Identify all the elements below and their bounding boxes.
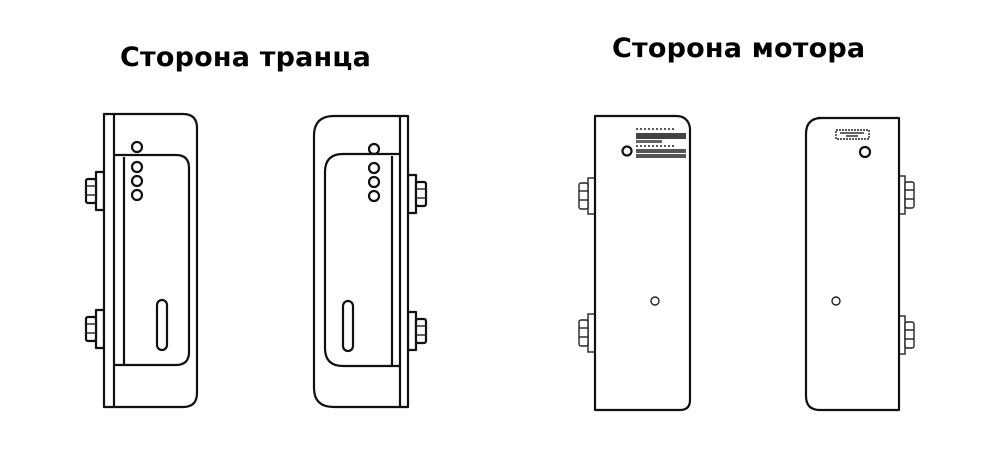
bolt-icon xyxy=(898,175,915,215)
hole-icon xyxy=(130,174,144,188)
hole-icon xyxy=(130,188,144,202)
hole-icon xyxy=(130,140,144,154)
hole-icon xyxy=(858,145,872,159)
bolt-icon xyxy=(84,308,106,350)
transom-view-right xyxy=(312,114,428,409)
hole-icon xyxy=(367,175,381,189)
title-transom-side: Сторона транца xyxy=(120,42,372,73)
hole-icon xyxy=(130,160,144,174)
title-motor-side: Сторона мотора xyxy=(612,33,866,64)
hole-icon xyxy=(831,296,841,306)
label-sticker xyxy=(636,128,686,158)
bolt-icon xyxy=(578,177,597,215)
hole-icon xyxy=(621,145,633,157)
bolt-icon xyxy=(406,310,428,352)
transom-view-left xyxy=(84,112,199,409)
hole-icon xyxy=(650,296,660,306)
bolt-icon xyxy=(578,313,597,353)
motor-view-left xyxy=(578,114,692,412)
hole-icon xyxy=(367,161,381,175)
hole-icon xyxy=(367,189,381,203)
hole-icon xyxy=(367,142,381,156)
label-sticker xyxy=(835,129,870,140)
slot-icon xyxy=(341,299,355,353)
motor-view-right xyxy=(804,116,915,412)
bolt-icon xyxy=(406,173,428,215)
slot-icon xyxy=(155,298,169,352)
bolt-icon xyxy=(898,315,915,355)
bolt-icon xyxy=(84,170,106,212)
